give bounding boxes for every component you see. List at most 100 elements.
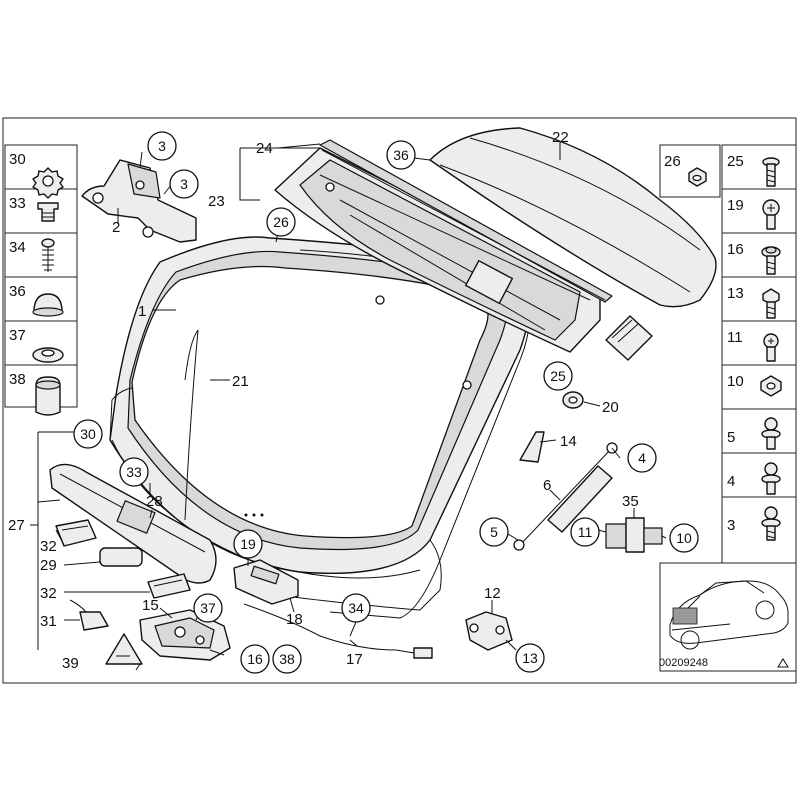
spoiler-trim-frame (274, 147, 601, 390)
callout-22: 22 (552, 129, 569, 146)
left-cell-label-38: 38 (9, 371, 26, 388)
callout-39: 39 (62, 655, 79, 672)
right-cell-label-10: 10 (727, 373, 744, 390)
cable-17 (243, 603, 421, 655)
right-parts-column: 26 25 19 16 13 11 10 5 4 3 (659, 144, 797, 564)
svg-text:26: 26 (273, 214, 289, 230)
right-cell-label-3: 3 (727, 517, 735, 534)
callout-23: 23 (208, 193, 225, 210)
svg-text:5: 5 (490, 524, 498, 540)
svg-text:19: 19 (240, 536, 256, 552)
hex-nut-icon-10 (760, 375, 782, 397)
callout-32-b: 32 (40, 585, 57, 602)
callout-15: 15 (142, 597, 159, 614)
callout-33: 33 (119, 457, 149, 487)
callout-3-top: 3 (147, 131, 177, 161)
bump-stop-icon (35, 376, 61, 416)
callout-12: 12 (484, 585, 501, 602)
collar-bolt-icon-5 (761, 417, 781, 450)
callout-30: 30 (73, 419, 103, 449)
spoiler (429, 127, 717, 308)
bracket (465, 611, 513, 651)
callout-25: 25 (543, 361, 573, 391)
right-cell-label-16: 16 (727, 241, 744, 258)
callouts: 3 3 36 26 25 4 5 11 (8, 129, 699, 674)
callout-32-a: 32 (40, 538, 57, 555)
flange-nut-icon (688, 167, 707, 187)
bolt-icon-25 (762, 157, 780, 187)
callout-13: 13 (515, 643, 545, 673)
callout-28: 28 (146, 493, 163, 510)
right-cell-label-5: 5 (727, 429, 735, 446)
right-cell-label-11: 11 (727, 329, 743, 346)
right-cell-label-13: 13 (727, 285, 744, 302)
torx-bolt-icon-11 (763, 333, 779, 362)
callout-4: 4 (627, 443, 657, 473)
callout-35: 35 (622, 493, 639, 510)
callout-17: 17 (346, 651, 363, 668)
drawing-code: 00209248 (659, 657, 708, 669)
svg-text:30: 30 (80, 426, 96, 442)
callout-14: 14 (560, 433, 577, 450)
callout-6: 6 (543, 477, 551, 494)
button (99, 547, 143, 567)
callout-3-second: 3 (169, 169, 199, 199)
svg-text:25: 25 (550, 368, 566, 384)
callout-16: 16 (240, 644, 270, 674)
callout-29: 29 (40, 557, 57, 574)
svg-text:10: 10 (676, 530, 692, 546)
left-parts-column: 30 33 34 36 37 38 (4, 144, 78, 416)
callout-18: 18 (286, 611, 303, 628)
warning-label-icon (105, 633, 143, 665)
buffer-assembly (605, 517, 663, 553)
left-cell-label-36: 36 (9, 283, 26, 300)
svg-text:16: 16 (247, 651, 263, 667)
wedge (519, 431, 545, 463)
left-cell-label-33: 33 (9, 195, 26, 212)
callout-36: 36 (386, 140, 416, 170)
triangle-mark-icon (777, 658, 789, 668)
svg-text:13: 13 (522, 650, 538, 666)
svg-text:37: 37 (200, 600, 216, 616)
right-cell-label-19: 19 (727, 197, 744, 214)
svg-text:4: 4 (638, 450, 646, 466)
clip-20 (562, 391, 584, 409)
latch (233, 559, 299, 605)
callout-5: 5 (479, 517, 509, 547)
tailgate-panel (109, 236, 530, 611)
right-top-label-26: 26 (664, 153, 681, 170)
callout-1: 1 (138, 303, 146, 320)
torx-bolt-icon-19 (762, 199, 780, 230)
vehicle-location-thumbnail: 00209248 (659, 562, 797, 672)
spring-screw-icon (41, 238, 55, 272)
hinge (81, 159, 197, 243)
right-cell-label-4: 4 (727, 473, 735, 490)
svg-text:3: 3 (158, 138, 166, 154)
svg-text:36: 36 (393, 147, 409, 163)
callout-26: 26 (266, 207, 296, 237)
washer-icon (32, 347, 64, 363)
callout-2: 2 (112, 219, 120, 236)
dome-cap-icon (32, 293, 64, 317)
callout-11: 11 (570, 517, 600, 547)
handle-trim (49, 463, 217, 584)
trim-strip-upper (321, 149, 606, 301)
callout-24: 24 (256, 140, 273, 157)
right-cell-label-25: 25 (727, 153, 744, 170)
svg-text:33: 33 (126, 464, 142, 480)
collar-bolt-icon-3 (761, 506, 781, 541)
left-cell-label-37: 37 (9, 327, 26, 344)
svg-text:11: 11 (578, 524, 593, 540)
callout-31: 31 (40, 613, 57, 630)
washer-bolt-icon-16 (761, 246, 781, 275)
callout-20: 20 (602, 399, 619, 416)
left-cell-label-30: 30 (9, 151, 26, 168)
callout-38: 38 (272, 644, 302, 674)
flange-bolt-icon-13 (762, 288, 780, 319)
left-cell-label-34: 34 (9, 239, 26, 256)
collar-bolt-icon-4 (761, 462, 781, 495)
cable-17-end (413, 647, 433, 659)
callout-34: 34 (341, 593, 371, 623)
gas-strut (513, 442, 618, 551)
